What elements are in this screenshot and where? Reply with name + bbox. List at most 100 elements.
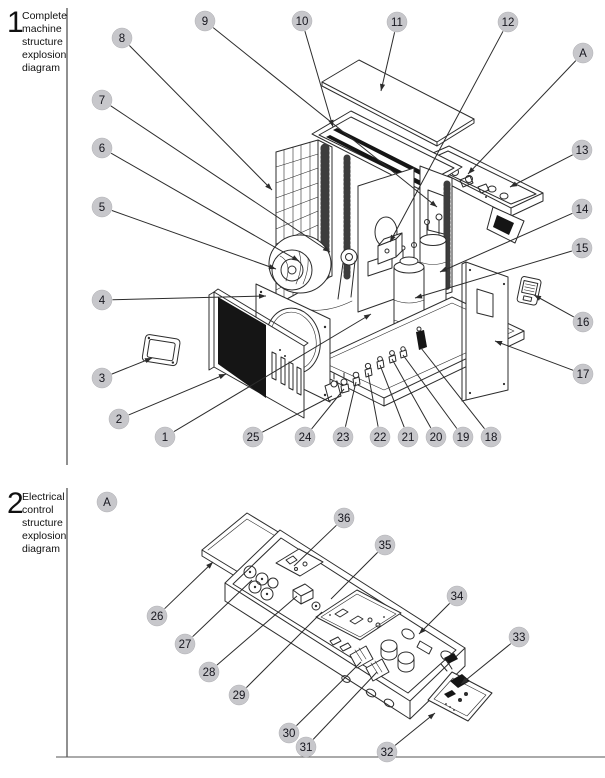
arrowhead-4 [258,293,266,299]
leader-line-10 [304,30,334,128]
arrowhead-8 [265,183,272,190]
arrowhead-26 [206,562,213,569]
callout-label-17: 17 [577,369,590,381]
callout-label-3: 3 [99,373,105,385]
relays [380,639,415,673]
callout-label-A: A [103,497,111,509]
callout-A [96,491,118,513]
tank [419,213,447,312]
callout-21 [397,426,419,448]
arrowhead-11 [380,83,386,91]
leader-line-12 [389,31,504,243]
callout-5 [91,196,113,218]
callout-label-13: 13 [576,145,589,157]
leader-line-17 [494,340,574,371]
callout-33 [508,626,530,648]
leader-line-24 [311,388,345,430]
leader-line-31 [312,671,378,740]
section-1-number: 1 [7,6,24,39]
leader-line-32 [394,712,436,746]
arrowhead-3 [144,358,152,363]
callout-label-22: 22 [374,432,387,444]
leader-line-34 [418,603,450,635]
leader-line-4 [112,295,267,301]
arrowhead-33 [461,677,469,684]
callout-A [572,42,594,64]
callout-20 [425,426,447,448]
arrowhead-1 [363,314,371,320]
arrowhead-9 [429,200,437,207]
callout-24 [294,426,316,448]
leader-line-22 [367,372,379,427]
arrowhead-A [468,167,475,174]
callout-label-14: 14 [576,204,589,216]
arrowhead-15 [415,293,423,299]
leader-line-3 [111,357,153,375]
leader-line-20 [391,358,432,429]
transformer [292,583,321,611]
callout-35 [374,534,396,556]
callout-8 [111,27,133,49]
callout-label-26: 26 [151,611,164,623]
arrowhead-34 [419,627,426,634]
callout-22 [369,426,391,448]
section-2-number: 2 [7,487,24,520]
callout-label-18: 18 [485,432,498,444]
callout-label-11: 11 [391,17,403,29]
callout-27 [174,633,196,655]
section-1-title: Complete machine structure explosion dia… [22,10,67,74]
callout-label-35: 35 [379,540,392,552]
callout-label-31: 31 [300,742,313,754]
leader-line-26 [164,561,214,610]
callout-label-25: 25 [247,432,260,444]
arrowhead-6 [291,255,299,261]
callout-4 [91,289,113,311]
section-1-header: 1 Complete machine structure explosion d… [7,6,67,79]
leader-line-7 [110,105,331,253]
front-panel [208,288,309,419]
callout-label-6: 6 [99,143,105,155]
leader-line-33 [460,643,512,685]
arrowhead-17 [495,341,503,346]
electrical-box-exploded-drawing [201,512,493,722]
leader-line-18 [420,347,485,430]
right-side-panel [461,261,509,402]
leader-line-29 [246,611,323,688]
leader-line-30 [296,661,362,726]
callout-7 [91,89,113,111]
callout-label-29: 29 [233,690,246,702]
callout-label-2: 2 [116,414,122,426]
section-2-header: 2 Electrical control structure explosion… [7,487,67,570]
callout-9 [194,10,216,32]
arrowhead-14 [440,266,448,272]
arrowhead-13 [510,181,518,187]
callout-label-16: 16 [577,317,590,329]
callout-label-27: 27 [179,639,192,651]
leader-line-1 [173,313,372,433]
fittings-row [324,326,427,402]
callout-34 [446,585,468,607]
leader-line-14 [439,212,573,273]
arrowhead-12 [390,234,396,242]
callout-29 [228,684,250,706]
callout-label-10: 10 [296,16,309,28]
callout-label-34: 34 [451,591,464,603]
leader-line-16 [533,294,575,318]
callout-1 [154,426,176,448]
callout-28 [198,661,220,683]
leader-line-A [467,60,577,175]
pcb-small [275,548,324,577]
callout-label-7: 7 [99,95,105,107]
callout-label-9: 9 [202,16,208,28]
callout-label-33: 33 [513,632,526,644]
leader-line-25 [262,395,333,433]
callout-label-20: 20 [430,432,443,444]
callout-18 [480,426,502,448]
callout-16 [572,311,594,333]
callout-2 [108,408,130,430]
top-cover-panel [321,59,475,147]
section-2-title: Electrical control structure explosion d… [22,491,67,555]
